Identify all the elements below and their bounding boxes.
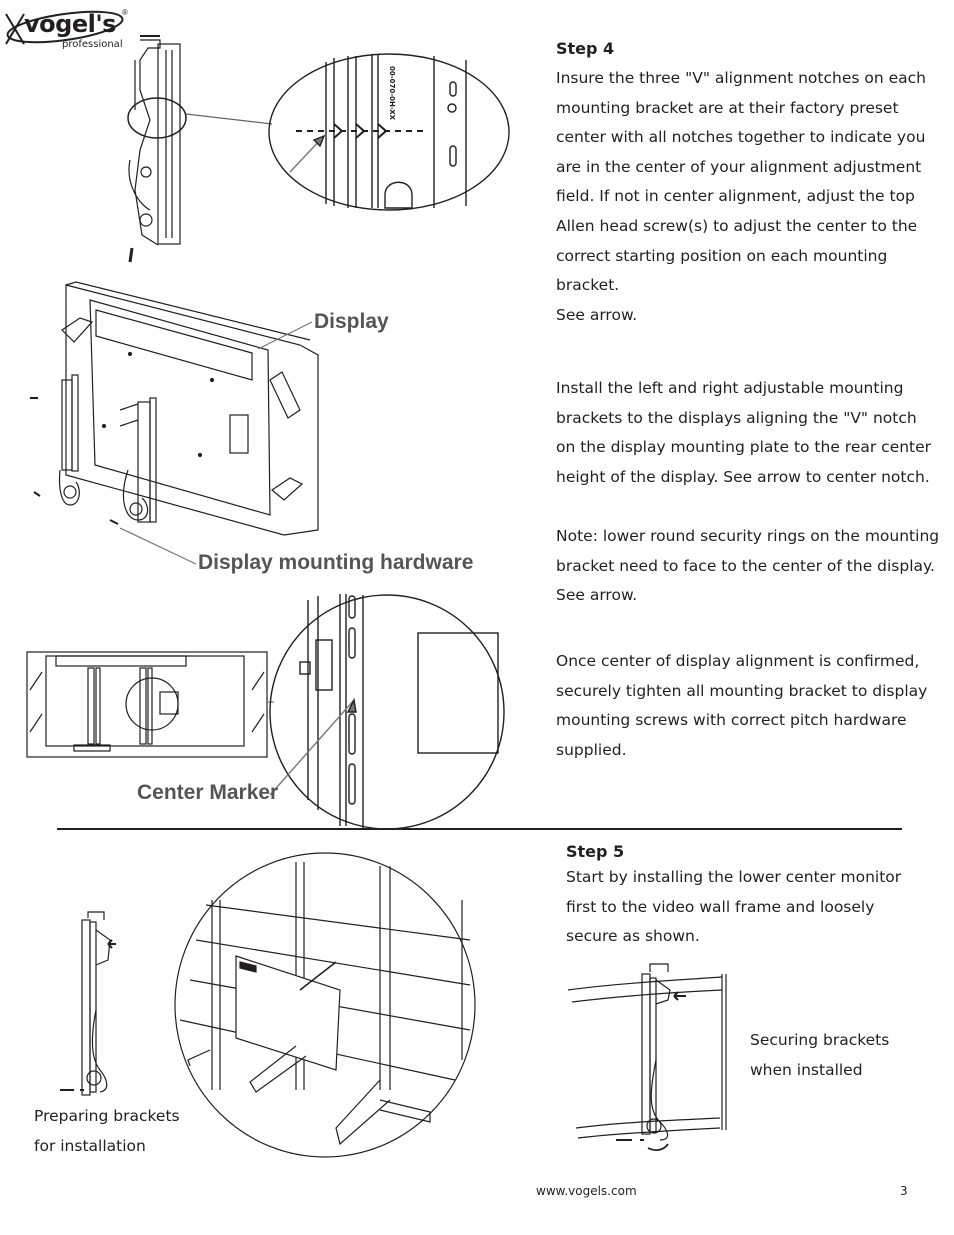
center-marker-detail-circle xyxy=(269,594,505,830)
text-line: Allen head screw(s) to adjust the center… xyxy=(556,216,918,235)
step4-paragraph-2: Install the left and right adjustable mo… xyxy=(556,374,936,492)
securing-bracket-drawing xyxy=(567,963,727,1151)
step4-note: Note: lower round security rings on the … xyxy=(556,522,941,611)
text-line: bracket need to face to the center of th… xyxy=(556,556,935,575)
text-line: Preparing brackets xyxy=(34,1107,180,1125)
bracket-side-view xyxy=(127,35,273,263)
text-line: Install the left and right adjustable mo… xyxy=(556,379,904,397)
notch-detail-circle xyxy=(268,53,510,211)
hardware-callout: Display mounting hardware xyxy=(198,551,474,574)
video-wall-front-view xyxy=(26,651,274,758)
brand-logo: vogel's ® professional xyxy=(22,8,132,54)
text-line: for installation xyxy=(34,1136,146,1155)
text-line: height of the display. See arrow to cent… xyxy=(556,467,930,486)
preparing-caption: Preparing brackets for installation xyxy=(34,1102,214,1161)
text-line: Insure the three "V" alignment notches o… xyxy=(556,69,926,87)
text-line: field. If not in center alignment, adjus… xyxy=(556,187,915,206)
text-line: Start by installing the lower center mon… xyxy=(566,868,902,886)
display-rear-view xyxy=(30,281,319,565)
step4-paragraph-4: Once center of display alignment is conf… xyxy=(556,647,936,765)
text-line: on the display mounting plate to the rea… xyxy=(556,438,932,457)
securing-caption: Securing brackets when installed xyxy=(750,1026,930,1085)
step4-heading: Step 4 xyxy=(556,39,615,58)
preparing-bracket-drawing xyxy=(60,911,116,1096)
display-callout: Display xyxy=(314,310,389,333)
text-line: Once center of display alignment is conf… xyxy=(556,652,920,670)
text-line: See arrow. xyxy=(556,586,638,605)
text-line: center with all notches together to indi… xyxy=(556,128,926,147)
text-line: mounting screws with correct pitch hardw… xyxy=(556,711,907,730)
center-marker-callout: Center Marker xyxy=(137,781,279,804)
detail-part-label: 00-070-0H-XX xyxy=(388,66,396,121)
text-line: supplied. xyxy=(556,740,627,759)
text-line: See arrow. xyxy=(556,305,638,324)
step5-paragraph: Start by installing the lower center mon… xyxy=(566,863,926,952)
brand-tagline: professional xyxy=(62,39,123,50)
text-line: first to the video wall frame and loosel… xyxy=(566,897,875,916)
logo-swoosh-icon xyxy=(5,10,124,45)
video-wall-frame-circle xyxy=(174,852,476,1158)
text-line: when installed xyxy=(750,1060,863,1079)
text-line: securely tighten all mounting bracket to… xyxy=(556,681,928,700)
text-line: secure as shown. xyxy=(566,927,700,946)
footer-url: www.vogels.com xyxy=(536,1184,637,1198)
text-line: Securing brackets xyxy=(750,1031,890,1049)
registered-mark: ® xyxy=(122,8,128,17)
text-line: bracket. xyxy=(556,276,620,295)
text-line: correct starting position on each mounti… xyxy=(556,246,888,265)
page-number: 3 xyxy=(900,1184,908,1198)
text-line: Note: lower round security rings on the … xyxy=(556,527,940,545)
text-line: brackets to the displays aligning the "V… xyxy=(556,408,917,427)
text-line: mounting bracket are at their factory pr… xyxy=(556,98,899,117)
step4-paragraph-1: Insure the three "V" alignment notches o… xyxy=(556,64,936,330)
text-line: are in the center of your alignment adju… xyxy=(556,157,922,176)
brand-wordmark: vogel's xyxy=(24,10,116,38)
step5-heading: Step 5 xyxy=(566,842,625,861)
